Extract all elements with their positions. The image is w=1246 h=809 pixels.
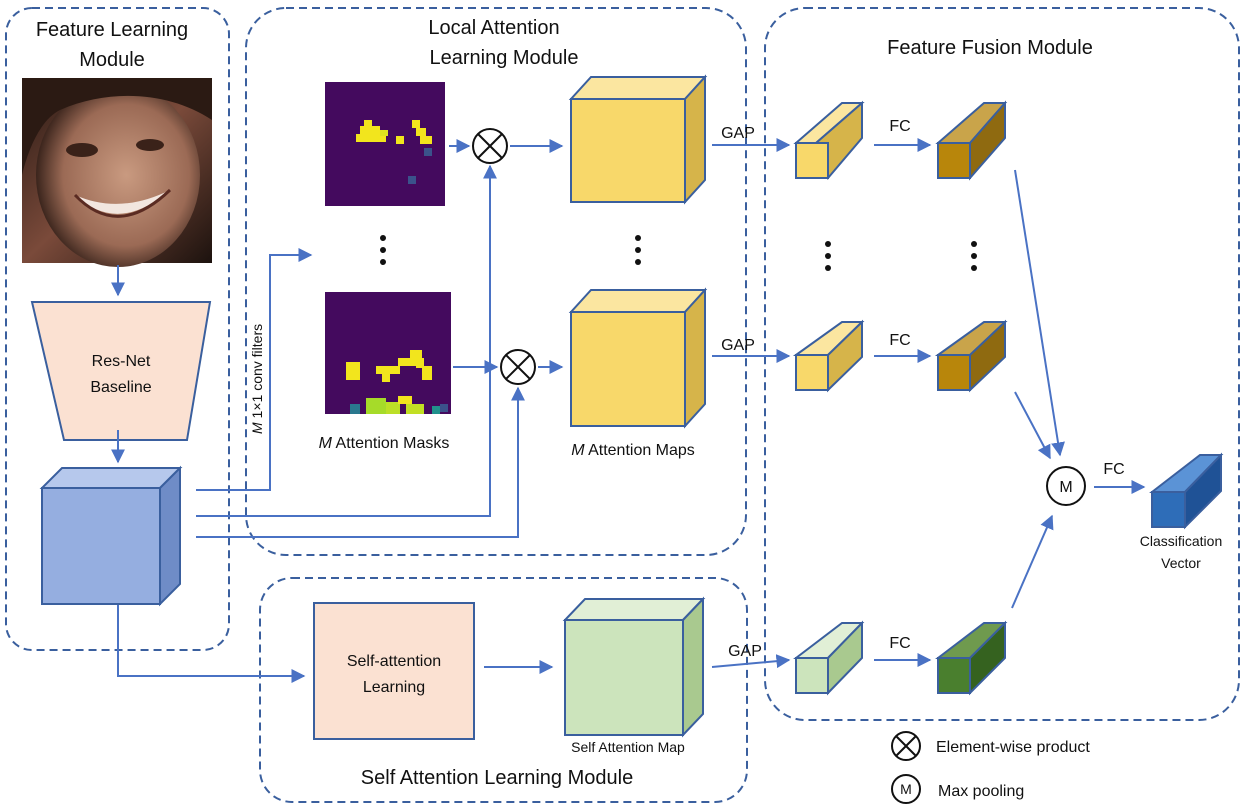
arrow-fcm-to-maxpool <box>1014 391 1051 460</box>
gap-vector-1 <box>793 100 865 180</box>
arrow-selfmap-to-gap <box>711 654 791 669</box>
gap-label-1: GAP <box>721 125 755 142</box>
classification-label-line2: Vector <box>1161 555 1201 571</box>
legend-element-wise-label: Element-wise product <box>936 739 1090 756</box>
arrow-features-to-masks <box>196 248 313 491</box>
attention-mask-m <box>325 292 451 414</box>
arrow-features-to-product-1 <box>196 164 497 517</box>
legend-max-pooling-icon: M <box>891 774 921 804</box>
self-attention-label-line1: Self-attention <box>347 653 441 670</box>
self-attention-map-label: Self Attention Map <box>571 739 685 755</box>
max-pooling-node: M <box>1046 466 1086 506</box>
resnet-baseline-block: Res-Net Baseline <box>30 301 212 441</box>
arrow-fc1-to-maxpool <box>1014 169 1065 457</box>
feature-learning-title-line1: Feature Learning <box>36 19 188 41</box>
vertical-ellipsis-gap <box>825 241 831 271</box>
self-attention-label-line2: Learning <box>363 679 425 696</box>
arrow-fcself-to-maxpool <box>1011 514 1054 609</box>
local-attention-title-line1: Local Attention <box>428 17 559 39</box>
fc-label-3: FC <box>889 635 910 652</box>
attention-map-cube-m <box>568 287 708 429</box>
fc-label-1: FC <box>889 118 910 135</box>
gap-label-2: GAP <box>721 337 755 354</box>
vertical-ellipsis-masks <box>380 235 386 265</box>
self-attention-map-cube <box>562 596 706 738</box>
legend-max-pooling-symbol: M <box>900 781 912 797</box>
conv-filters-label: M 1×1 conv filters <box>249 324 265 434</box>
self-attention-module-title: Self Attention Learning Module <box>361 767 633 789</box>
attention-map-cube-1 <box>568 74 708 205</box>
self-attention-learning-block: Self-attention Learning <box>313 602 475 740</box>
attention-masks-label: M Attention Masks <box>319 435 450 452</box>
gap-label-3: GAP <box>728 643 762 660</box>
legend: Element-wise product M Max pooling <box>891 731 1090 804</box>
resnet-label-line2: Baseline <box>90 379 151 396</box>
legend-max-pooling-label: Max pooling <box>938 783 1024 800</box>
feature-fusion-module-border <box>764 7 1240 721</box>
resnet-label-line1: Res-Net <box>92 353 151 370</box>
arrow-features-to-self-attention <box>117 605 306 683</box>
gap-vector-self <box>793 620 865 696</box>
feature-learning-title-line2: Module <box>79 49 145 71</box>
vertical-ellipsis-maps <box>635 235 641 265</box>
attention-mask-1 <box>325 82 445 206</box>
fc-vector-m <box>934 319 1008 393</box>
local-attention-title-line2: Learning Module <box>430 47 579 69</box>
feature-map-cube <box>39 465 183 607</box>
local-attention-module-border <box>245 7 747 556</box>
self-attention-module-border <box>259 577 748 803</box>
legend-element-wise-icon <box>891 731 921 761</box>
fc-vector-self <box>935 620 1008 696</box>
fc-vector-1 <box>935 100 1008 181</box>
input-face-image <box>22 78 212 267</box>
element-wise-product-2 <box>500 349 536 385</box>
connectors <box>111 138 1146 683</box>
fc-label-2: FC <box>889 332 910 349</box>
attention-maps-label: M Attention Maps <box>571 442 695 459</box>
fc-label-4: FC <box>1103 461 1124 478</box>
arrow-features-to-product-2 <box>196 386 525 538</box>
element-wise-product-1 <box>472 128 508 164</box>
max-pooling-node-symbol: M <box>1059 479 1072 496</box>
classification-vector <box>1149 452 1224 530</box>
feature-fusion-title: Feature Fusion Module <box>887 37 1093 59</box>
gap-vector-m <box>792 319 865 393</box>
classification-label-line1: Classification <box>1140 533 1222 549</box>
vertical-ellipsis-fc <box>971 241 977 271</box>
